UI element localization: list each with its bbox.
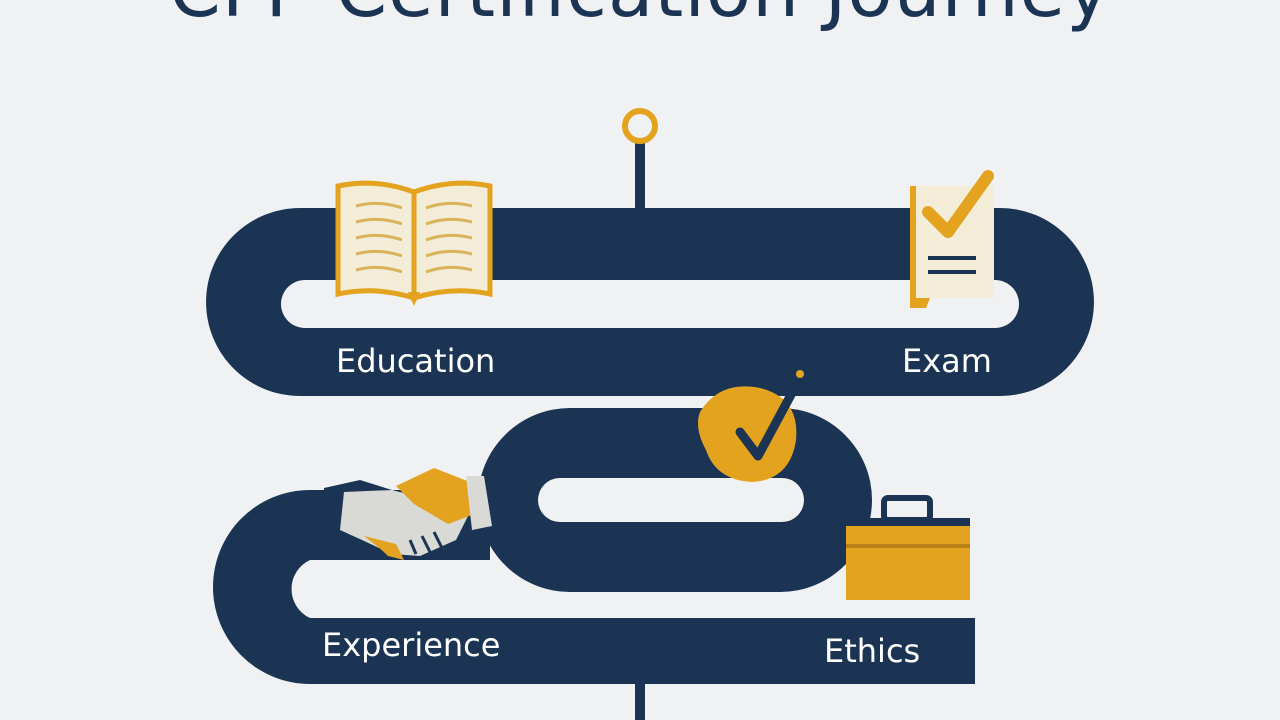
label-education: Education xyxy=(336,342,496,380)
open-book-icon xyxy=(335,180,493,306)
start-pin-icon xyxy=(622,108,658,208)
check-badge-icon xyxy=(698,370,805,482)
checked-document-icon xyxy=(910,170,994,308)
handshake-icon xyxy=(320,468,492,560)
middle-road-loop xyxy=(478,408,872,592)
label-experience: Experience xyxy=(322,626,501,664)
diagram-title: CFP Certification Journey xyxy=(0,0,1280,34)
label-ethics: Ethics xyxy=(824,632,921,670)
label-exam: Exam xyxy=(902,342,992,380)
briefcase-icon xyxy=(846,495,970,600)
